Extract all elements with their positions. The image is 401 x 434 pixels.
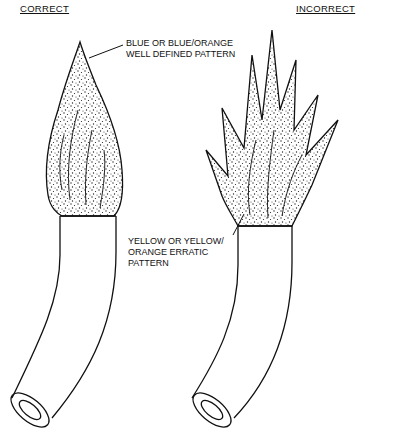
leader-line	[89, 45, 123, 58]
correct-flame	[46, 42, 122, 216]
incorrect-flame	[206, 30, 338, 226]
flame-streaks	[60, 110, 105, 208]
flame-note: YELLOW OR YELLOW/ ORANGE ERRATIC PATTERN	[128, 236, 232, 269]
flame-note: BLUE OR BLUE/ORANGE WELL DEFINED PATTERN	[126, 38, 248, 60]
leader-line	[233, 214, 244, 235]
burner-tube	[5, 216, 116, 433]
burner-tube	[187, 226, 292, 433]
flame-streaks	[248, 130, 302, 218]
column-heading: CORRECT	[20, 3, 69, 14]
column-heading: INCORRECT	[296, 3, 355, 14]
